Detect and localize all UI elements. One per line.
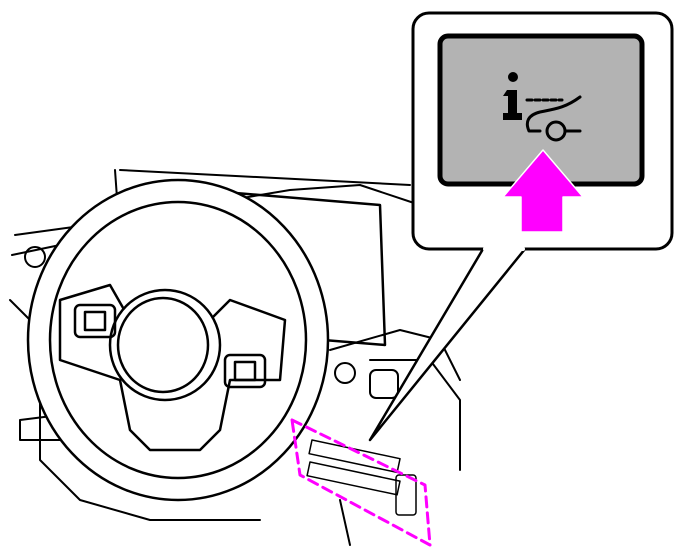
- switch-panel: [306, 439, 417, 516]
- callout: [368, 11, 674, 442]
- highlight-dashed-box: [290, 418, 432, 547]
- steering-wheel: [26, 178, 330, 502]
- arrow-up-icon: [502, 149, 584, 233]
- info-parking-sensor-icon: [503, 72, 582, 142]
